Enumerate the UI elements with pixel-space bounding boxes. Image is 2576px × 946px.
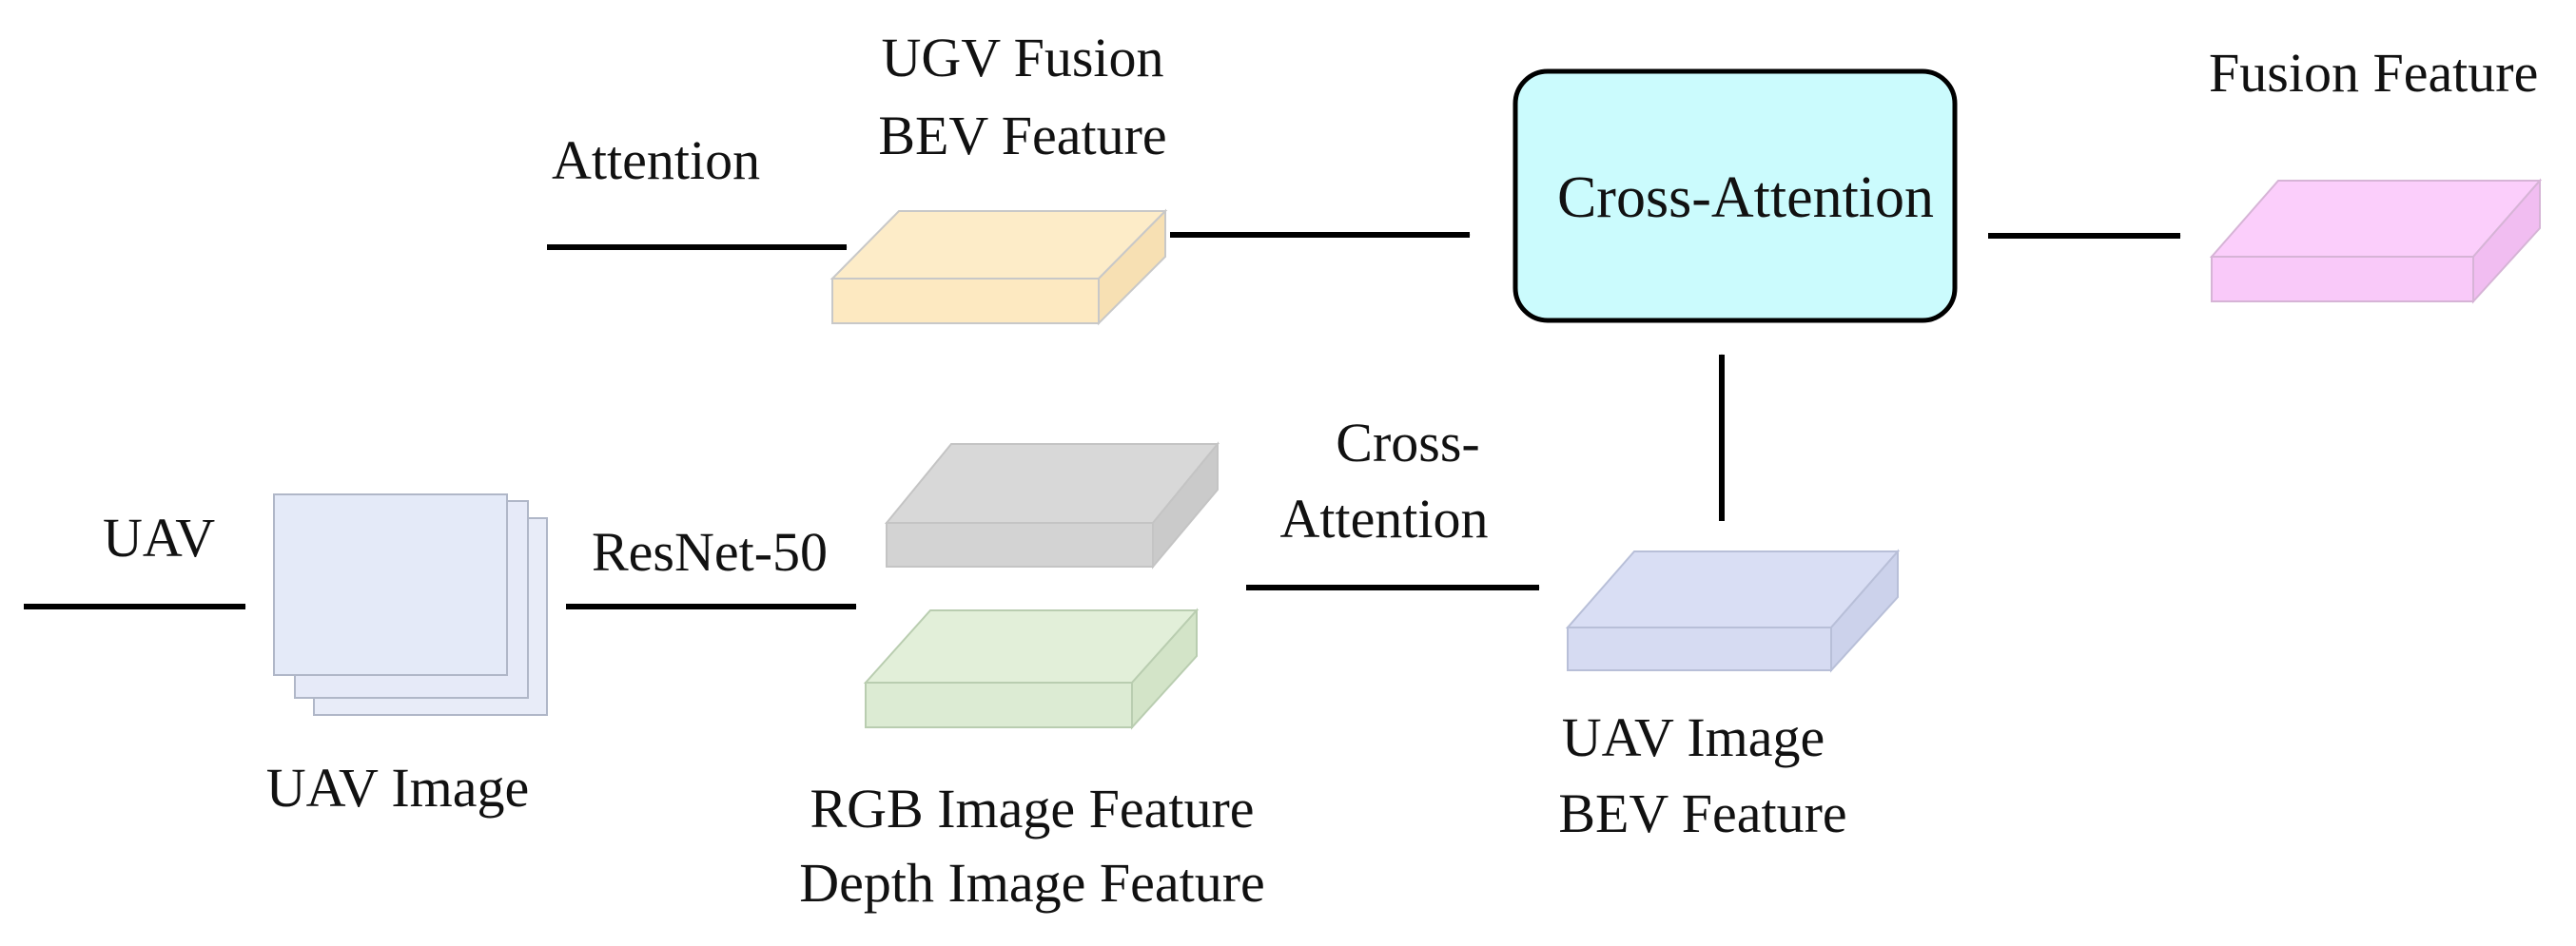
depth-block-front [865, 682, 1133, 728]
rgb-block-side [1152, 441, 1219, 570]
uav-bev-label-line1: UAV Image [1562, 706, 1825, 768]
attention-label: Attention [552, 129, 760, 191]
uav-input-label: UAV [103, 507, 215, 569]
depth-block-side [1131, 608, 1198, 730]
fusion-block-front [2211, 256, 2474, 302]
uav-bev-feature-block [1565, 549, 1901, 673]
fusion-feature-block [2209, 178, 2543, 304]
cross-label-line1: Cross- [1336, 412, 1479, 473]
ugv-bev-feature-block [829, 208, 1168, 326]
ugv-fusion-label: UGV Fusion [881, 27, 1163, 88]
uav-bev-block-side [1830, 549, 1899, 673]
rgb-image-feature-label: RGB Image Feature [810, 778, 1254, 840]
ugv-block-side [1098, 208, 1166, 326]
rgb-block-front [886, 522, 1154, 568]
fusion-block-side [2472, 178, 2541, 304]
cross-label-line2: Attention [1279, 488, 1488, 550]
cross-attention-box: Cross-Attention [1512, 68, 1958, 323]
uav-image-layer-1 [273, 493, 508, 676]
cross-attention-box-shape [1512, 68, 1958, 323]
fusion-feature-label: Fusion Feature [2209, 42, 2538, 104]
cross-attention-box-label: Cross-Attention [1557, 165, 1934, 230]
depth-image-feature-block [863, 608, 1200, 730]
uav-bev-label-line2: BEV Feature [1558, 782, 1846, 844]
ugv-block-front [831, 278, 1100, 324]
uav-image-label: UAV Image [266, 757, 530, 819]
rgb-image-feature-block [884, 441, 1220, 570]
uav-image-stack [273, 493, 548, 716]
resnet-label: ResNet-50 [592, 521, 828, 583]
ugv-bev-feature-label: BEV Feature [878, 105, 1166, 166]
uav-bev-block-front [1567, 627, 1832, 671]
depth-image-feature-label: Depth Image Feature [799, 852, 1265, 914]
